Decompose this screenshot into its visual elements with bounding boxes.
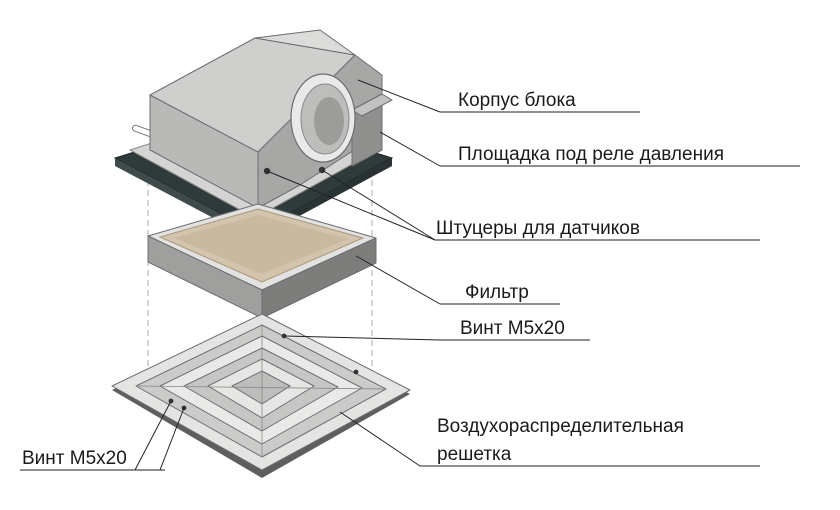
leader-housing (357, 79, 441, 113)
leader-screw-lower-1 (134, 400, 172, 471)
leader-lines (20, 79, 800, 471)
leader-screw-lower-2 (159, 407, 185, 471)
label-housing: Корпус блока (458, 90, 576, 111)
label-fittings: Штуцеры для датчиков (436, 218, 640, 239)
duct-outlet-core (314, 97, 344, 145)
grille-screw (353, 369, 359, 375)
grille-screw (281, 333, 287, 339)
leader-fitting-2 (321, 169, 436, 241)
label-screw-upper: Винт М5х20 (460, 318, 565, 339)
filter-media-texture (174, 215, 348, 274)
label-pressure-pad: Площадка под реле давления (458, 144, 724, 165)
grille-diagonal (135, 385, 387, 390)
housing-unit (113, 29, 394, 240)
label-diffuser-line1: Воздухораспределительная (437, 416, 684, 437)
callout-labels: Корпус блока Площадка под реле давления … (22, 90, 724, 469)
label-screw-lower: Винт М5х20 (22, 448, 127, 469)
label-diffuser-line2: решетка (437, 444, 512, 465)
leader-fitting-1 (266, 170, 436, 241)
filter-front-right (261, 237, 377, 319)
diffuser-grille (111, 313, 411, 478)
label-filter: Фильтр (465, 282, 529, 303)
leader-screw-upper (284, 335, 441, 341)
housing-hood-ridge (254, 29, 356, 56)
filter-unit (147, 203, 377, 319)
pressure-relay-pad-top (351, 93, 393, 117)
leader-diffuser (339, 411, 421, 467)
leader-pressure-pad (379, 131, 441, 167)
leader-filter (355, 255, 441, 305)
